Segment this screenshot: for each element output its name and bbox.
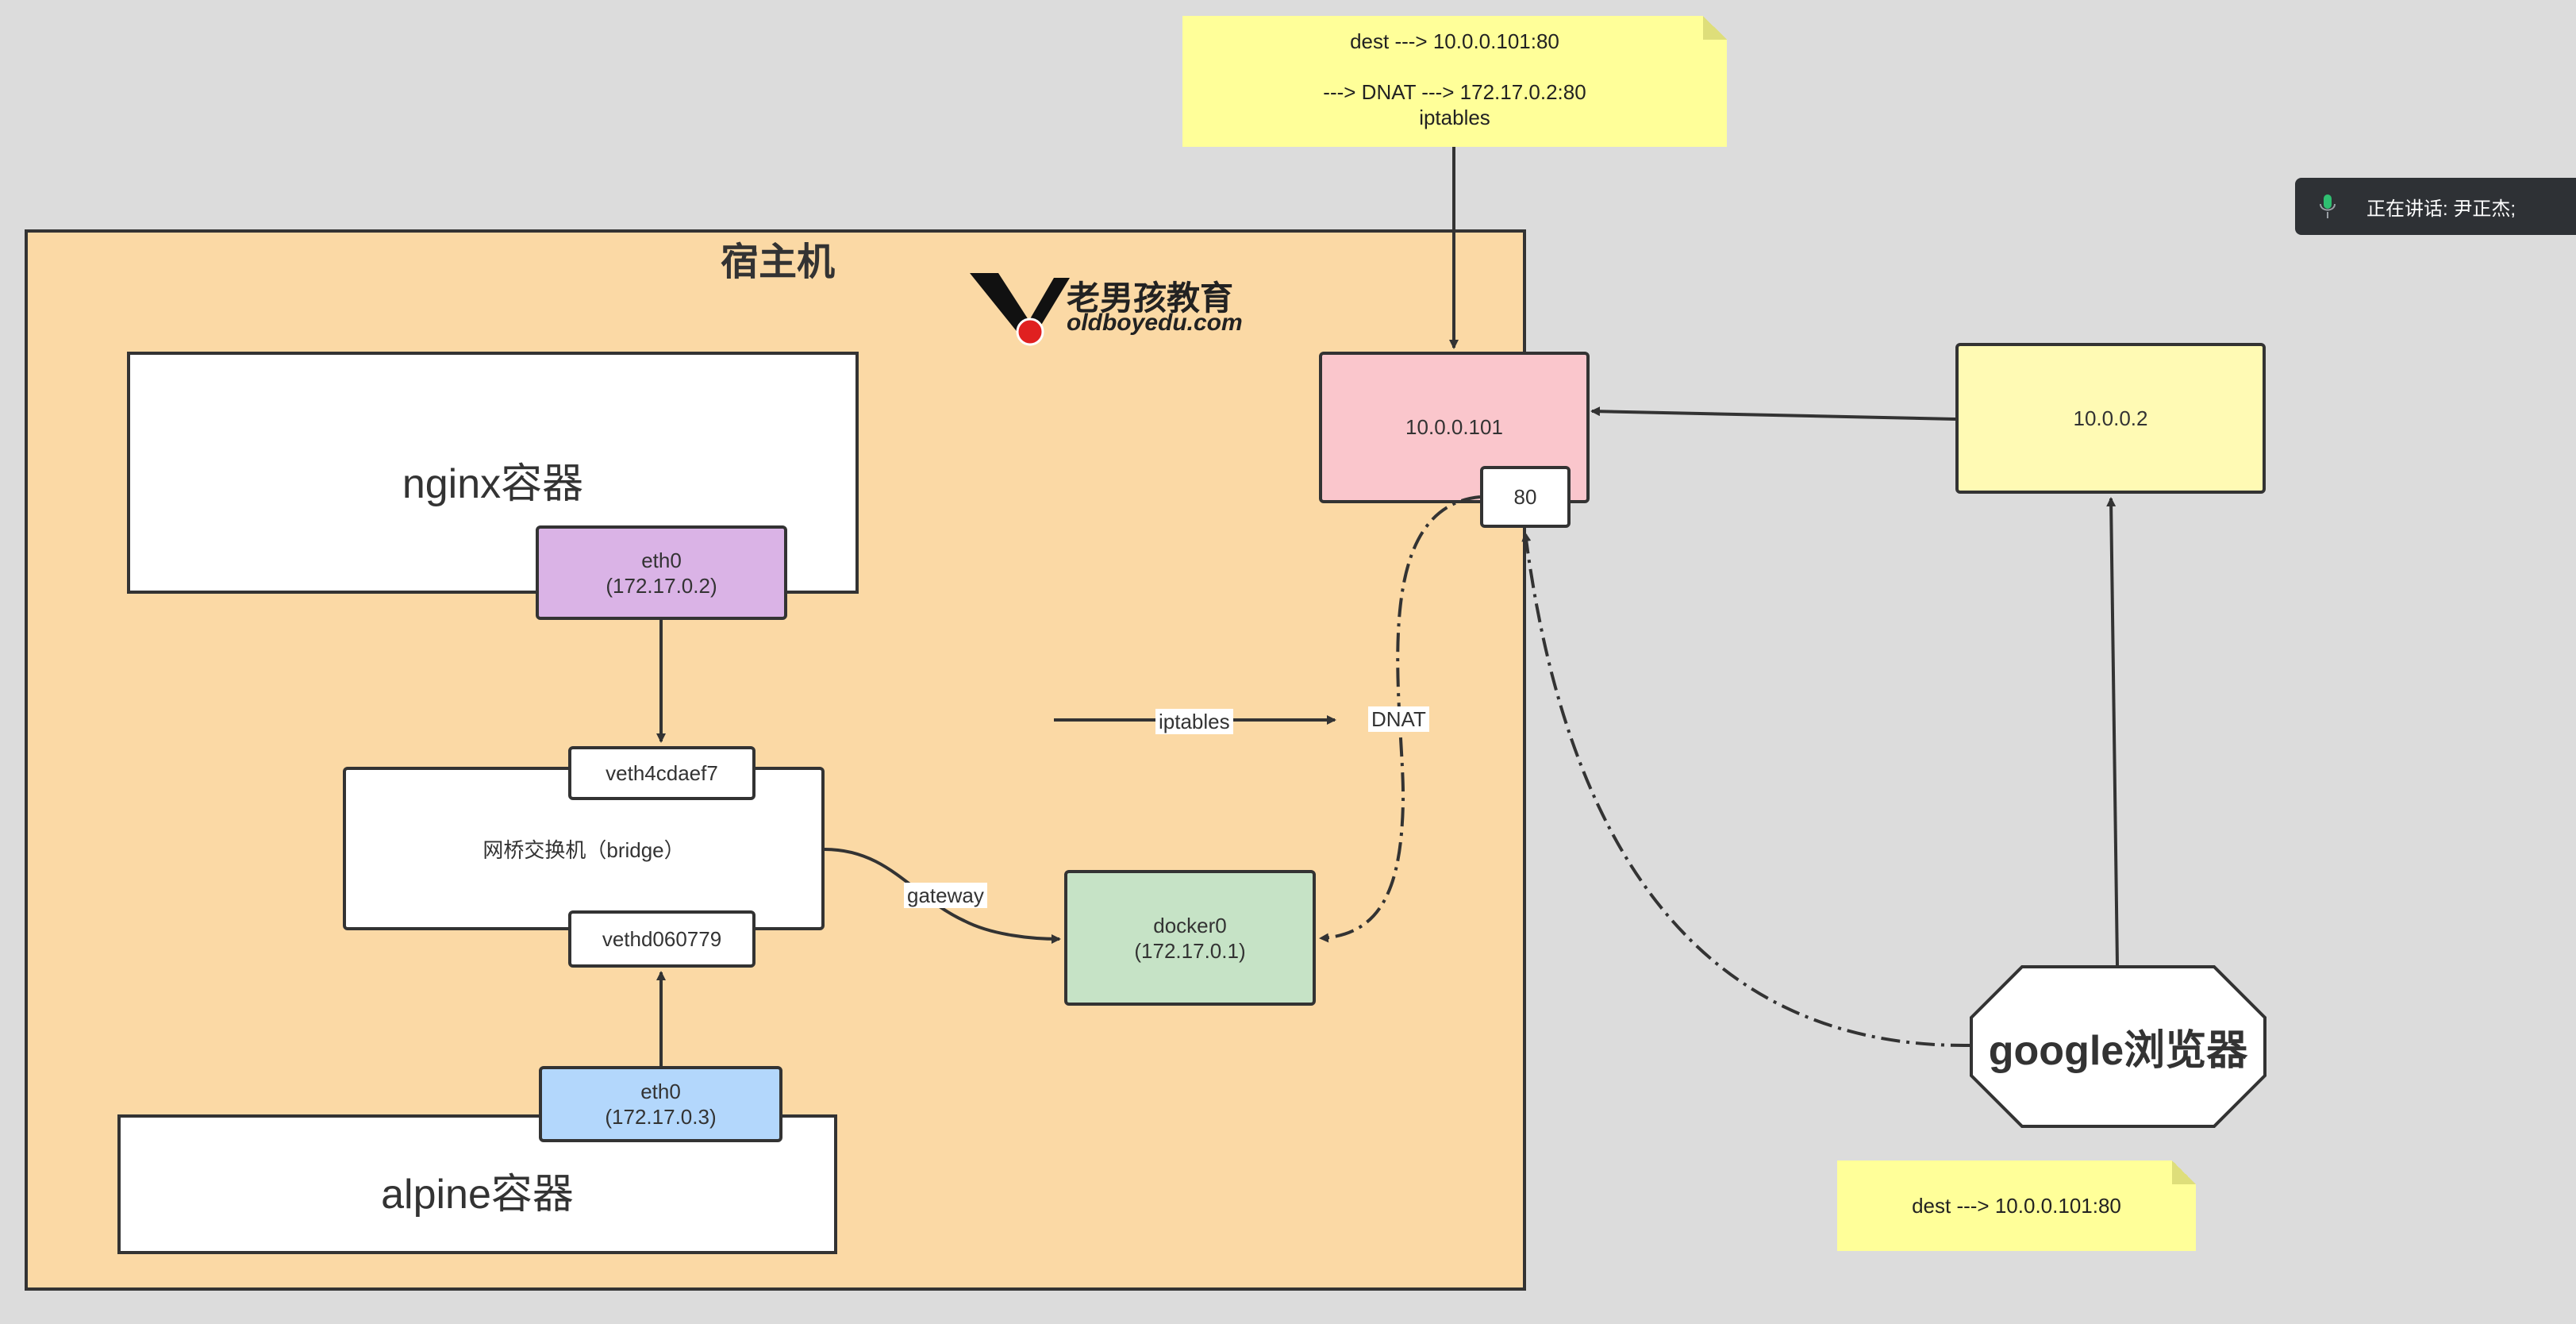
dnat-note: dest ---> 10.0.0.101:80 ---> DNAT ---> 1… [1182,16,1727,147]
veth-top-label: veth4cdaef7 [606,760,718,785]
browser-to-port-arrow [1521,532,1970,1048]
dest-note-text: dest ---> 10.0.0.101:80 [1912,1194,2121,1218]
client-ip-label: 10.0.0.2 [2073,406,2148,430]
speaking-indicator: 正在讲话: 尹正杰; [2295,178,2576,235]
octagon-shape [1970,965,2266,1128]
host-ip-box[interactable]: 10.0.0.101 [1319,352,1590,503]
docker0-box[interactable]: docker0 (172.17.0.1) [1064,870,1316,1006]
dest-note: dest ---> 10.0.0.101:80 [1837,1160,2196,1251]
dnat-note-line3: iptables [1419,106,1490,129]
client-ip-box[interactable]: 10.0.0.2 [1955,343,2266,494]
google-browser-label: google浏览器 [1988,1028,2248,1074]
logo-cn-text: 老男孩教育 [1067,279,1234,317]
logo-v-icon [970,273,1070,346]
dnat-edge-label: DNAT [1368,706,1429,732]
docker0-name: docker0 [1153,913,1227,937]
iptables-edge-label: iptables [1155,709,1233,734]
dnat-note-line2: ---> DNAT ---> 172.17.0.2:80 [1323,80,1586,104]
gateway-edge-label: gateway [904,883,987,908]
alpine-eth0[interactable]: eth0 (172.17.0.3) [539,1066,782,1142]
veth-top[interactable]: veth4cdaef7 [568,746,755,800]
browser-to-client-arrow [2106,497,2119,966]
nginx-eth0-name: eth0 [641,548,682,572]
speaking-text: 正在讲话: 尹正杰; [2366,198,2516,220]
google-browser-node[interactable]: google浏览器 [1970,965,2266,1128]
alpine-eth0-ip: (172.17.0.3) [605,1105,717,1129]
nginx-eth0[interactable]: eth0 (172.17.0.2) [536,525,787,620]
nginx-container-label: nginx容器 [402,461,584,507]
bridge-label: 网桥交换机（bridge） [483,837,685,862]
docker0-ip: (172.17.0.1) [1134,938,1246,963]
microphone-icon [2320,194,2336,218]
oldboyedu-logo: 老男孩教育 oldboyedu.com [967,270,1243,349]
dnat-note-line1: dest ---> 10.0.0.101:80 [1350,29,1559,53]
veth-bottom-label: vethd060779 [602,926,722,951]
host-port-box[interactable]: 80 [1480,466,1571,528]
host-port-label: 80 [1513,484,1537,509]
client-to-host-arrow [1590,406,1956,421]
host-machine-title: 宿主机 [720,241,835,283]
nginx-eth0-ip: (172.17.0.2) [606,573,717,598]
veth-bottom[interactable]: vethd060779 [568,910,755,968]
host-ip-label: 10.0.0.101 [1405,415,1503,439]
logo-en-text: oldboyedu.com [1067,310,1243,336]
alpine-container-label: alpine容器 [381,1172,574,1218]
alpine-eth0-name: eth0 [640,1080,681,1103]
